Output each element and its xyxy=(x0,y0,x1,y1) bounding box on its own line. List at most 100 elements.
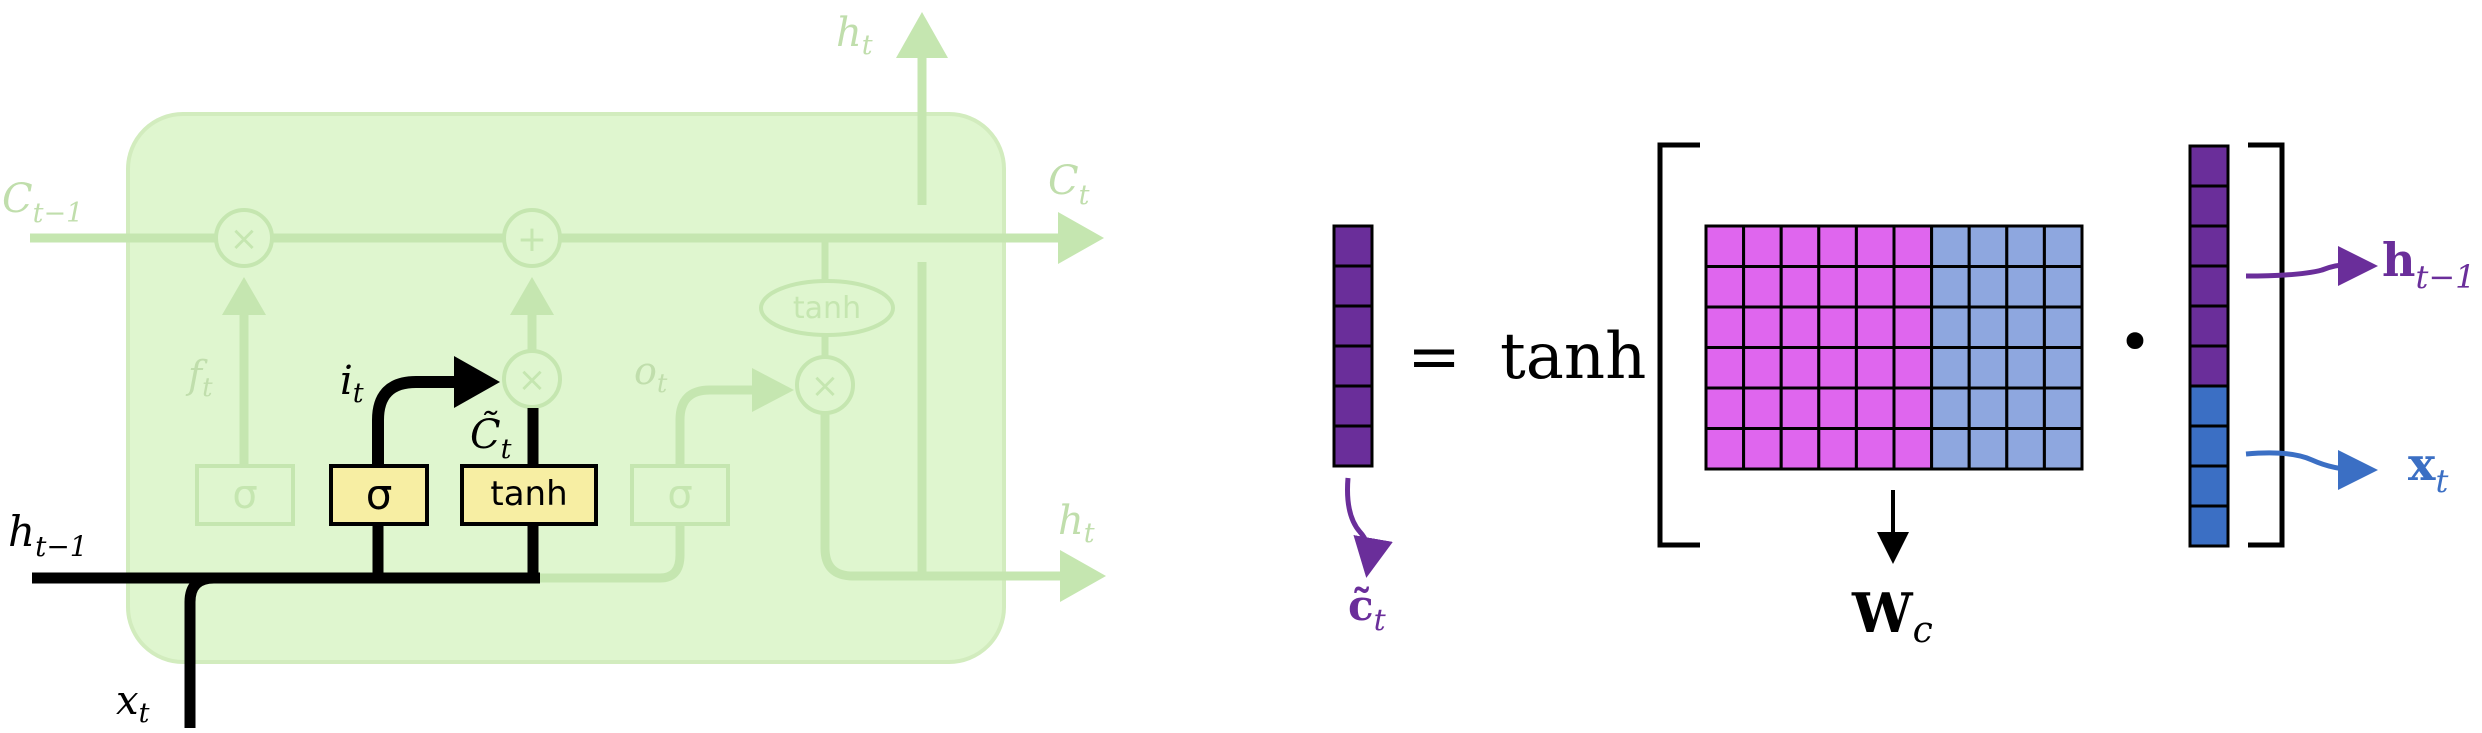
weight-matrix-cell xyxy=(1892,305,1934,349)
weight-matrix-cell xyxy=(1854,427,1896,471)
add-op: + xyxy=(502,208,562,268)
label-ht-top: ht xyxy=(836,10,873,61)
weight-matrix-cell xyxy=(1817,346,1858,390)
h-prev-vector-cell xyxy=(2188,144,2230,188)
output-multiply-op: × xyxy=(795,355,855,415)
forget-gate-arrowhead xyxy=(222,277,266,315)
input-sigma-label: σ xyxy=(366,470,393,519)
weight-matrix-cell xyxy=(2005,224,2046,268)
label-i-t: it xyxy=(340,358,364,409)
c-tilde-vector-cell xyxy=(1332,224,1374,268)
tanh-function: tanh xyxy=(1500,320,1646,394)
c-tilde-pointer xyxy=(1345,477,1393,578)
faded-bottom-path xyxy=(535,520,685,583)
weight-matrix-cell xyxy=(1892,346,1934,390)
weight-matrix-cell xyxy=(1967,427,2009,471)
label-o-t: ot xyxy=(634,349,668,399)
weight-matrix-cell xyxy=(1742,305,1783,349)
tanh-oval-label: tanh xyxy=(793,291,861,326)
weight-matrix-cell xyxy=(2042,386,2084,430)
weight-matrix-cell xyxy=(1967,224,2009,268)
x-t-pointer xyxy=(2245,450,2378,490)
label-c-prev: Ct−1 xyxy=(2,176,83,229)
ht-output-arrowhead xyxy=(1060,550,1106,602)
weight-matrix-cell xyxy=(1930,305,1971,349)
weight-matrix-cell xyxy=(1704,346,1746,390)
input-to-plus-arrowhead xyxy=(510,277,554,315)
weight-matrix-cell xyxy=(1892,265,1934,309)
h-prev-pointer xyxy=(2245,246,2378,286)
weight-matrix-cell xyxy=(1967,305,2009,349)
output-gate-arrowhead xyxy=(752,368,794,412)
h-prev-label: ht−1 xyxy=(2382,233,2475,296)
forget-multiply-op: × xyxy=(214,208,274,268)
c-tilde-vector-cell xyxy=(1332,424,1374,468)
weight-matrix-cell xyxy=(2042,224,2084,268)
forget-sigma-label: σ xyxy=(232,472,257,518)
weight-matrix-cell xyxy=(1817,265,1858,309)
c-tilde-vector-cell xyxy=(1332,264,1374,308)
right-bracket xyxy=(2248,142,2285,548)
input-gate-arrowhead xyxy=(454,356,500,408)
weight-matrix-cell xyxy=(1742,386,1783,430)
h-prev-vector-cell xyxy=(2188,344,2230,388)
c-tilde-vector-cell xyxy=(1332,344,1374,388)
weight-matrix-cell xyxy=(2042,305,2084,349)
weight-matrix-cell xyxy=(1817,386,1858,430)
x-t-vector-cell xyxy=(2188,384,2230,428)
tanh-gate-label: tanh xyxy=(490,474,567,514)
c-tilde-vector-cell xyxy=(1332,304,1374,348)
weight-matrix-cell xyxy=(2005,386,2046,430)
weight-matrix-cell xyxy=(1967,386,2009,430)
weight-matrix-cell xyxy=(2005,305,2046,349)
weight-matrix-cell xyxy=(1742,427,1783,471)
cell-state-arrowhead xyxy=(1058,212,1104,264)
output-sigma-gate: σ xyxy=(630,464,730,526)
weight-matrix-cell xyxy=(2042,265,2084,309)
weight-matrix-cell xyxy=(1779,427,1821,471)
weight-matrix-cell xyxy=(1779,305,1821,349)
c-tilde-vector-cell xyxy=(1332,384,1374,428)
weight-matrix-cell xyxy=(1704,265,1746,309)
weight-matrix-cell xyxy=(1817,305,1858,349)
c-tilde-label: c̃t xyxy=(1348,581,1387,638)
weight-matrix-cell xyxy=(2042,346,2084,390)
weight-matrix-cell xyxy=(1854,386,1896,430)
input-multiply-symbol: × xyxy=(518,360,547,400)
weight-matrix-cell xyxy=(1892,386,1934,430)
x-t-label: xt xyxy=(2408,437,2448,500)
weight-matrix-cell xyxy=(1817,224,1858,268)
h-prev-vector-cell xyxy=(2188,184,2230,228)
x-t-vector-cell xyxy=(2188,464,2230,508)
weight-matrix-cell xyxy=(2005,265,2046,309)
x-t-line xyxy=(184,572,215,728)
weight-matrix-cell xyxy=(1967,346,2009,390)
weight-matrix-cell xyxy=(1854,305,1896,349)
weight-matrix-cell xyxy=(1742,224,1783,268)
weight-matrix-cell xyxy=(1779,386,1821,430)
output-sigma-label: σ xyxy=(667,472,692,518)
ht-output-path xyxy=(820,412,1065,581)
concat-vector xyxy=(2188,144,2230,548)
weight-matrix-cell xyxy=(1704,386,1746,430)
weight-matrix-cell xyxy=(2005,427,2046,471)
weight-matrix-cell xyxy=(1854,346,1896,390)
weight-matrix-cell xyxy=(1930,224,1971,268)
lstm-cell: × + × × tanh σ σ xyxy=(2,10,1106,729)
h-prev-vector-cell xyxy=(2188,304,2230,348)
weight-matrix-cell xyxy=(1742,346,1783,390)
weight-matrix-cell xyxy=(1892,427,1934,471)
left-bracket xyxy=(1657,142,1700,548)
weight-matrix-cell xyxy=(2005,346,2046,390)
output-gate-path xyxy=(675,385,760,470)
weight-matrix-cell xyxy=(1854,224,1896,268)
weight-matrix-cell xyxy=(1704,224,1746,268)
label-c-tilde: C̃t xyxy=(470,411,512,465)
x-t-vector-cell xyxy=(2188,504,2230,548)
input-multiply-op: × xyxy=(502,349,562,409)
x-t-vector-cell xyxy=(2188,424,2230,468)
forget-sigma-gate: σ xyxy=(195,464,295,526)
weight-matrix-cell xyxy=(1779,224,1821,268)
weight-matrix-cell xyxy=(1779,346,1821,390)
weight-matrix-cell xyxy=(1930,386,1971,430)
